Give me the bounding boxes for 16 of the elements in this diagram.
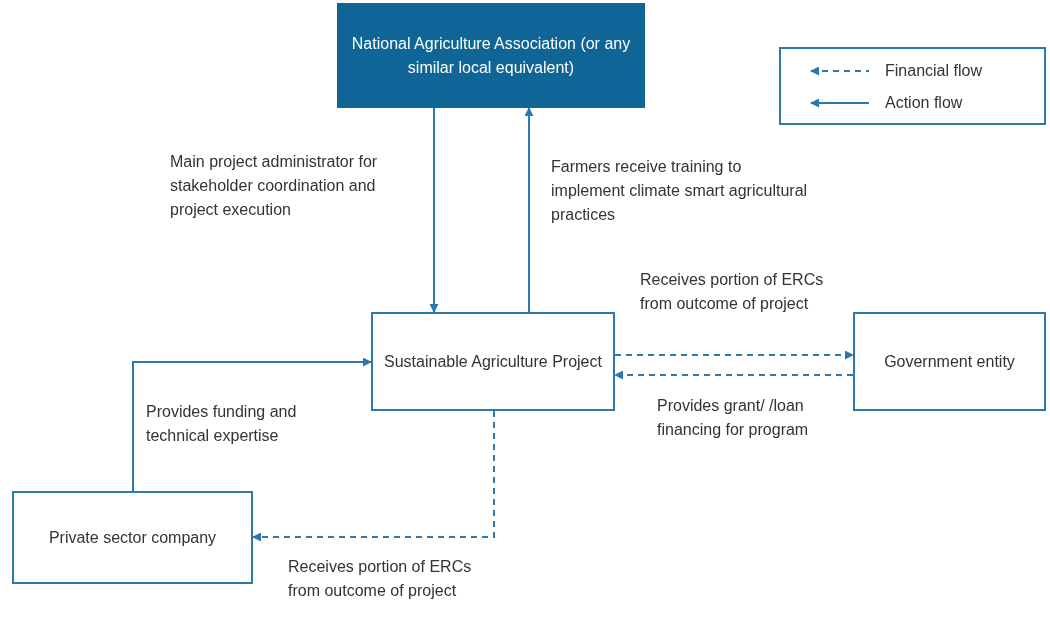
- legend-label: Action flow: [885, 94, 963, 112]
- node-label: Government entity: [884, 351, 1015, 372]
- dashed-arrow: [614, 350, 854, 360]
- arrow: [132, 357, 372, 492]
- entity-box: [853, 312, 1046, 411]
- dashed-arrow: [614, 370, 854, 380]
- arrow: [429, 107, 439, 313]
- node-label: Sustainable Agriculture Project: [384, 351, 602, 372]
- dashed-arrow: [252, 410, 495, 542]
- entity-box: [371, 312, 615, 411]
- arrow: [524, 107, 534, 313]
- node-label: National Agriculture Association (or any similar local equivalent): [350, 34, 632, 78]
- node-label: Private sector company: [48, 527, 217, 548]
- legend-label: Financial flow: [885, 62, 982, 80]
- entity-box: [12, 491, 253, 584]
- organization-box: [337, 3, 645, 108]
